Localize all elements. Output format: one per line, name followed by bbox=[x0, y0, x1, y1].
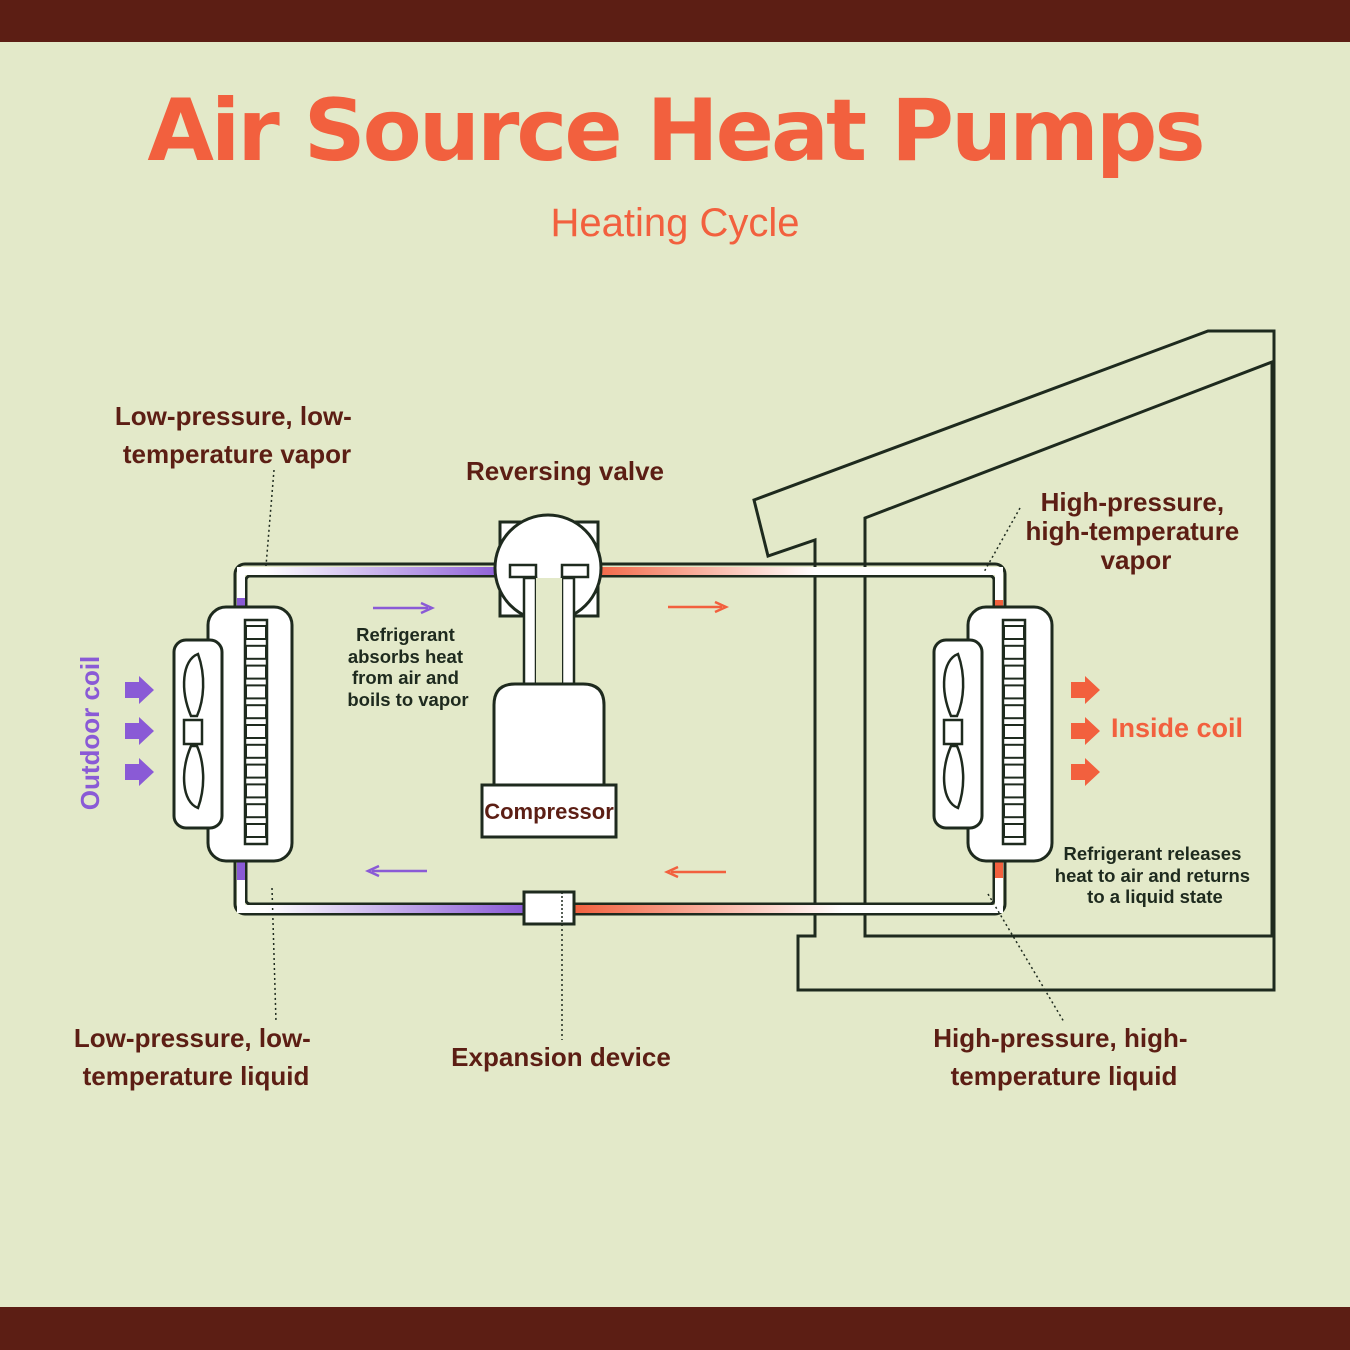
coil-fin bbox=[1003, 743, 1025, 759]
label-expansion-device: Expansion device bbox=[451, 1042, 671, 1072]
expansion-device bbox=[522, 890, 576, 926]
fan-icon bbox=[182, 652, 205, 810]
house-outline bbox=[752, 329, 1276, 992]
label-high-vapor: High-pressure, high-temperature vapor bbox=[1025, 487, 1246, 575]
coil-fin bbox=[245, 763, 267, 779]
coil-fin bbox=[1003, 763, 1025, 779]
coil-fin bbox=[245, 803, 267, 819]
coil-fins bbox=[245, 625, 267, 838]
coil-fin bbox=[1003, 783, 1025, 799]
arrow-right-icon bbox=[1071, 717, 1100, 745]
page-title: Air Source Heat Pumps bbox=[147, 81, 1202, 181]
refrigerant-loop bbox=[233, 562, 1007, 916]
coil-fin bbox=[1003, 644, 1025, 660]
coil-fin bbox=[245, 704, 267, 720]
arrow-right-icon bbox=[125, 717, 154, 745]
coil-fins bbox=[1003, 625, 1025, 838]
coil-fin bbox=[1003, 625, 1025, 640]
outdoor-coil-unit bbox=[172, 605, 294, 863]
label-low-liquid: Low-pressure, low- temperature liquid bbox=[74, 1023, 318, 1091]
inside-air-arrows bbox=[1071, 676, 1100, 786]
pipe-low-vapor bbox=[265, 567, 510, 575]
pipe-low-liquid bbox=[265, 905, 525, 913]
label-low-vapor: Low-pressure, low- temperature vapor bbox=[115, 401, 359, 469]
label-reversing-valve: Reversing valve bbox=[466, 456, 664, 486]
coil-fin bbox=[1003, 684, 1025, 700]
coil-fin bbox=[245, 724, 267, 739]
label-absorbs-heat: Refrigerant absorbs heat from air and bo… bbox=[347, 624, 468, 710]
coil-fin bbox=[1003, 823, 1025, 838]
bottom-band bbox=[0, 1307, 1350, 1350]
label-outdoor-coil: Outdoor coil bbox=[75, 656, 105, 811]
leader-lines bbox=[265, 469, 1065, 1040]
coil-fin bbox=[245, 644, 267, 660]
coil-fin bbox=[1003, 704, 1025, 720]
compressor: Compressor bbox=[480, 682, 618, 839]
arrow-right-icon bbox=[125, 758, 154, 786]
flow-arrow-icon bbox=[668, 600, 730, 614]
coil-fin bbox=[245, 684, 267, 700]
label-high-liquid: High-pressure, high- temperature liquid bbox=[933, 1023, 1194, 1091]
compressor-label: Compressor bbox=[484, 799, 614, 824]
coil-fin bbox=[1003, 803, 1025, 819]
flow-arrow-icon bbox=[364, 864, 427, 878]
coil-fin bbox=[1003, 724, 1025, 739]
flow-arrows bbox=[364, 600, 730, 879]
coil-fin bbox=[245, 743, 267, 759]
arrow-right-icon bbox=[125, 676, 154, 704]
coil-fin bbox=[245, 625, 267, 640]
coil-fin bbox=[245, 783, 267, 799]
reversing-valve bbox=[493, 513, 603, 688]
arrow-right-icon bbox=[1071, 676, 1100, 704]
flow-arrow-icon bbox=[663, 865, 726, 879]
pipe-high-liquid bbox=[573, 905, 843, 913]
flow-arrow-icon bbox=[373, 601, 436, 615]
coil-fin bbox=[245, 664, 267, 680]
arrow-right-icon bbox=[1071, 758, 1100, 786]
label-releases-heat: Refrigerant releases heat to air and ret… bbox=[1055, 843, 1255, 907]
top-band bbox=[0, 0, 1350, 42]
fan-icon bbox=[942, 652, 965, 810]
label-inside-coil: Inside coil bbox=[1111, 713, 1243, 743]
page-subtitle: Heating Cycle bbox=[550, 201, 799, 245]
outdoor-air-arrows bbox=[125, 676, 154, 786]
coil-fin bbox=[245, 823, 267, 838]
pipe-high-vapor bbox=[585, 567, 815, 575]
coil-fin bbox=[1003, 664, 1025, 680]
inside-coil-unit bbox=[932, 605, 1054, 863]
